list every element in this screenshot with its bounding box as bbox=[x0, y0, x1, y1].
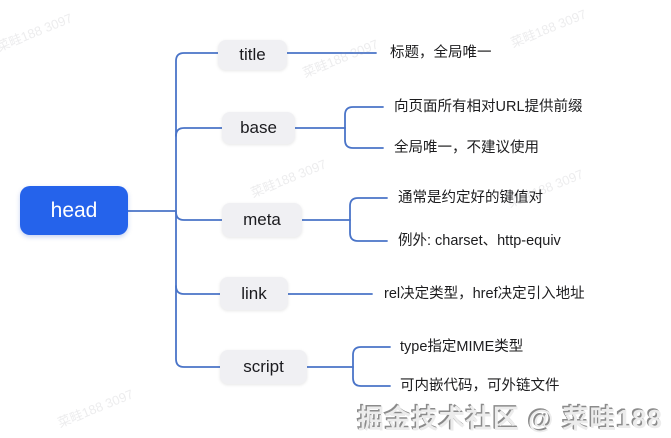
branch-node-link[interactable]: link bbox=[220, 277, 288, 310]
branch-node-script[interactable]: script bbox=[220, 350, 307, 384]
leaf-meta-note-1[interactable]: 通常是约定好的键值对 bbox=[398, 190, 543, 206]
leaf-link-note[interactable]: rel决定类型，href决定引入地址 bbox=[384, 286, 585, 302]
branch-node-title[interactable]: title bbox=[218, 40, 287, 70]
branch-node-base[interactable]: base bbox=[222, 112, 295, 144]
attribution-watermark: 掘金技术社区 @ 菜畦188 bbox=[357, 404, 663, 434]
leaf-title-note[interactable]: 标题，全局唯一 bbox=[390, 45, 492, 61]
leaf-script-note-1[interactable]: type指定MIME类型 bbox=[400, 339, 524, 355]
leaf-base-note-2[interactable]: 全局唯一，不建议使用 bbox=[394, 140, 539, 156]
leaf-script-note-2[interactable]: 可内嵌代码，可外链文件 bbox=[400, 378, 560, 394]
leaf-meta-note-2[interactable]: 例外: charset、http-equiv bbox=[398, 233, 561, 249]
root-node-head[interactable]: head bbox=[20, 186, 128, 235]
leaf-base-note-1[interactable]: 向页面所有相对URL提供前缀 bbox=[394, 99, 583, 115]
branch-node-meta[interactable]: meta bbox=[222, 203, 302, 237]
